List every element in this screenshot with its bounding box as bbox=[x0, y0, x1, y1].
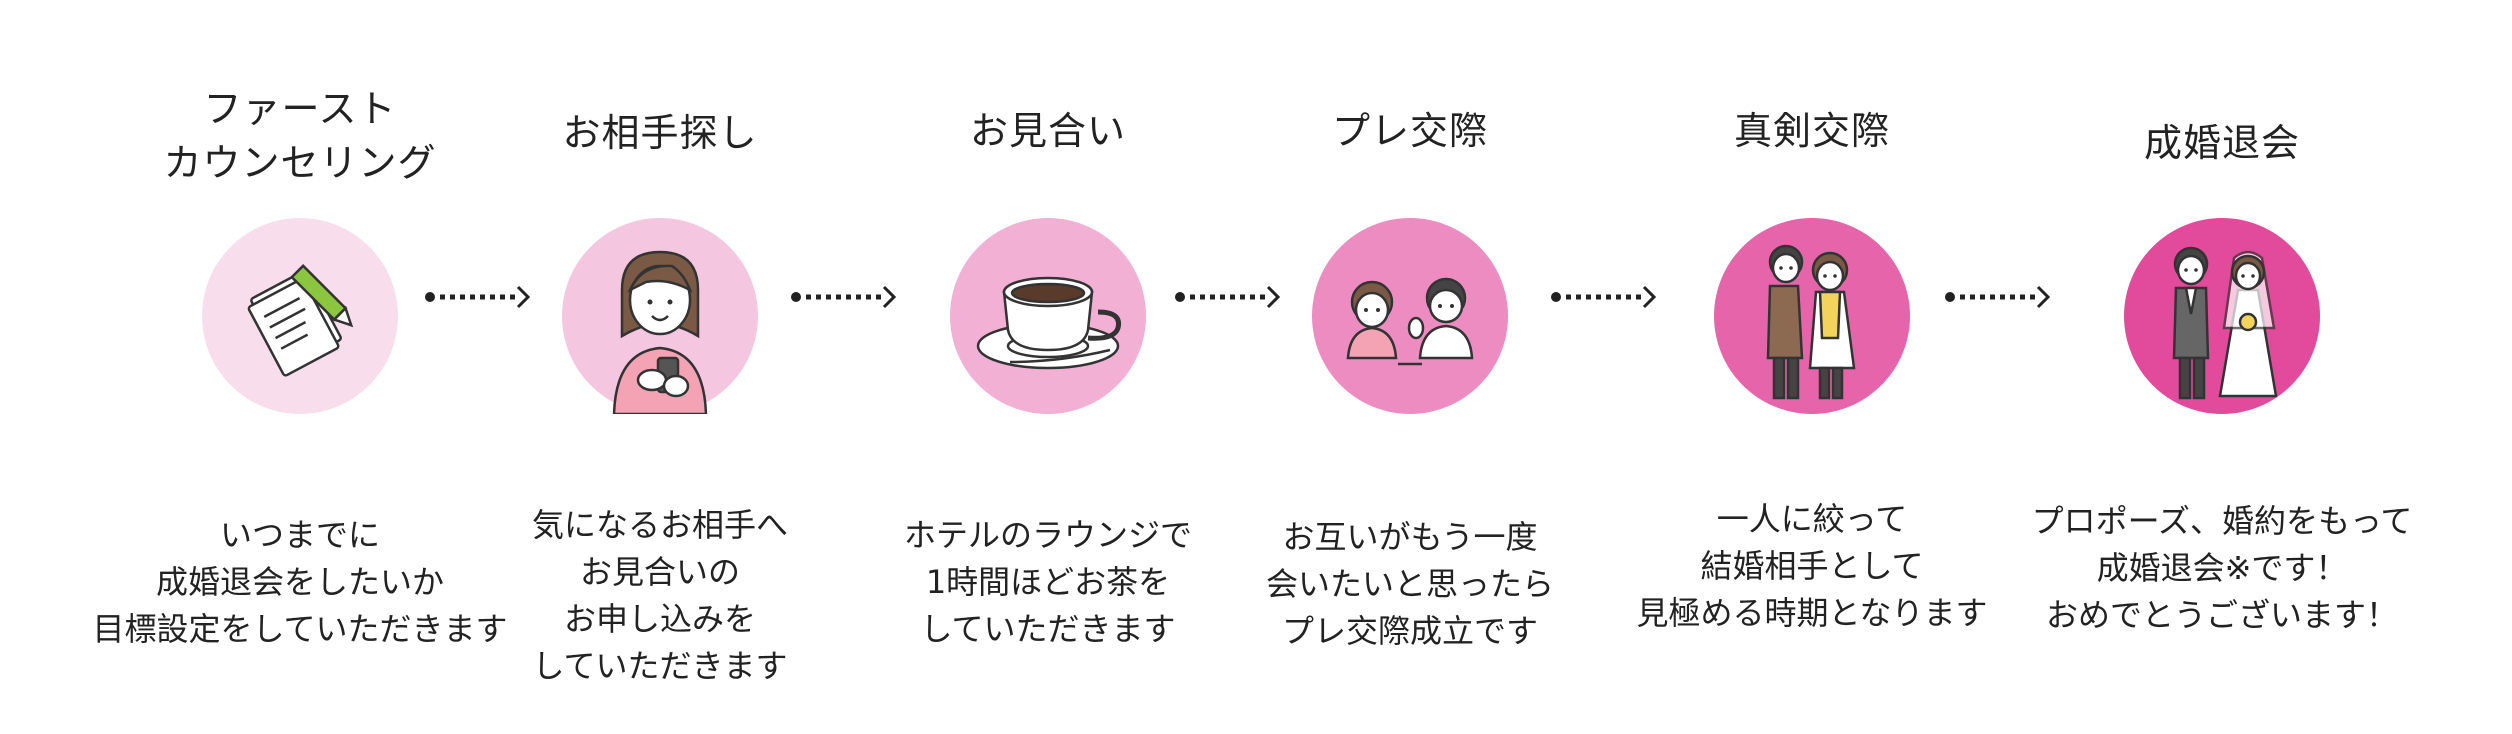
step-description: 気になるお相手へ お見合いの お申し込みを していただきます bbox=[430, 502, 890, 690]
title-line: お見合い bbox=[969, 109, 1126, 153]
dotted-arrow-icon bbox=[791, 285, 897, 309]
desc-line: プロポーズ、婚約をもって bbox=[2031, 502, 2413, 540]
desc-line: いつまでに bbox=[219, 516, 380, 554]
desc-line: 会いたいと思ったら bbox=[1265, 565, 1554, 603]
desc-line: 成婚退会をしたいか bbox=[155, 563, 444, 601]
step-title: ファースト カウンセリング bbox=[90, 82, 510, 190]
step-description: いつまでに 成婚退会をしたいか 目標設定をしていただきます bbox=[70, 512, 530, 653]
step-circle bbox=[1312, 218, 1508, 414]
dotted-arrow-icon bbox=[1175, 285, 1281, 309]
step-first-counseling: ファースト カウンセリング いつまでに 成婚退会 bbox=[90, 0, 510, 734]
step-serious-dating: 真剣交際 一人に絞って 結婚相手として bbox=[1602, 0, 2022, 734]
desc-line: お見合いの bbox=[579, 553, 740, 591]
title-line: 成婚退会 bbox=[2143, 121, 2300, 165]
desc-line: 目標設定をしていただきます bbox=[92, 610, 508, 648]
dotted-arrow-icon bbox=[425, 285, 531, 309]
step-pre-dating: プレ交際 お互いがもう一度 会いたいと思ったら プレ交際成立です bbox=[1200, 0, 1620, 734]
desc-line: 一人に絞って bbox=[1716, 500, 1908, 538]
wedding-couple-icon bbox=[2172, 246, 2278, 400]
dotted-arrow-icon bbox=[1945, 285, 2051, 309]
step-title: お見合い bbox=[838, 104, 1258, 158]
desc-line: 気になるお相手へ bbox=[531, 506, 788, 544]
title-line: ファースト bbox=[203, 87, 397, 131]
couple-standing-icon bbox=[1766, 244, 1856, 400]
title-line: 真剣交際 bbox=[1733, 109, 1890, 153]
step-description: ホテルのラウンジで 1時間ほどお茶を していただきます bbox=[818, 512, 1278, 653]
desc-line: お互いがもう一度 bbox=[1282, 518, 1538, 556]
step-description: プロポーズ、婚約をもって 成婚退会※です！ おめでとうございます！ bbox=[1992, 498, 2452, 639]
desc-line: 見極める時期となります bbox=[1636, 594, 1988, 632]
coffee-cup-icon bbox=[976, 276, 1122, 370]
desc-line: おめでとうございます！ bbox=[2045, 596, 2398, 634]
step-marriage-withdrawal: 成婚退会 プロポーズ、婚約をもって 成 bbox=[2012, 0, 2432, 734]
step-description: 一人に絞って 結婚相手として 見極める時期となります bbox=[1582, 496, 2042, 637]
step-circle bbox=[1714, 218, 1910, 414]
title-line: お相手探し bbox=[562, 111, 758, 155]
title-line: カウンセリング bbox=[163, 141, 437, 185]
step-omiai: お見合い ホテルのラウンジで 1時間ほどお茶を していただきます bbox=[838, 0, 1258, 734]
desc-line: お申し込みを bbox=[563, 600, 756, 638]
desc-line: プレ交際成立です bbox=[1281, 612, 1538, 650]
step-circle bbox=[562, 218, 758, 414]
document-pencil-icon bbox=[247, 264, 354, 377]
dotted-arrow-icon bbox=[1551, 285, 1657, 309]
step-description: お互いがもう一度 会いたいと思ったら プレ交際成立です bbox=[1180, 514, 1640, 655]
step-title: お相手探し bbox=[450, 106, 870, 160]
woman-smartphone-icon bbox=[612, 250, 708, 414]
step-title: 成婚退会 bbox=[2012, 116, 2432, 170]
step-circle bbox=[2124, 218, 2320, 414]
desc-line: していただきます bbox=[920, 610, 1176, 648]
desc-line: 結婚相手として bbox=[1700, 547, 1924, 585]
step-title: プレ交際 bbox=[1200, 104, 1620, 158]
couple-talking-icon bbox=[1346, 277, 1474, 366]
step-circle bbox=[950, 218, 1146, 414]
step-circle bbox=[202, 218, 398, 414]
step-title: 真剣交際 bbox=[1602, 104, 2022, 158]
desc-line: 成婚退会※です！ bbox=[2096, 549, 2348, 587]
step-partner-search: お相手探し 気になるお相手へ お見合いの お申し込みを していただきます bbox=[450, 0, 870, 734]
desc-line: ホテルのラウンジで bbox=[903, 516, 1192, 554]
title-line: プレ交際 bbox=[1331, 109, 1488, 153]
desc-line: していただきます bbox=[532, 647, 788, 685]
desc-line: 1時間ほどお茶を bbox=[925, 563, 1171, 601]
